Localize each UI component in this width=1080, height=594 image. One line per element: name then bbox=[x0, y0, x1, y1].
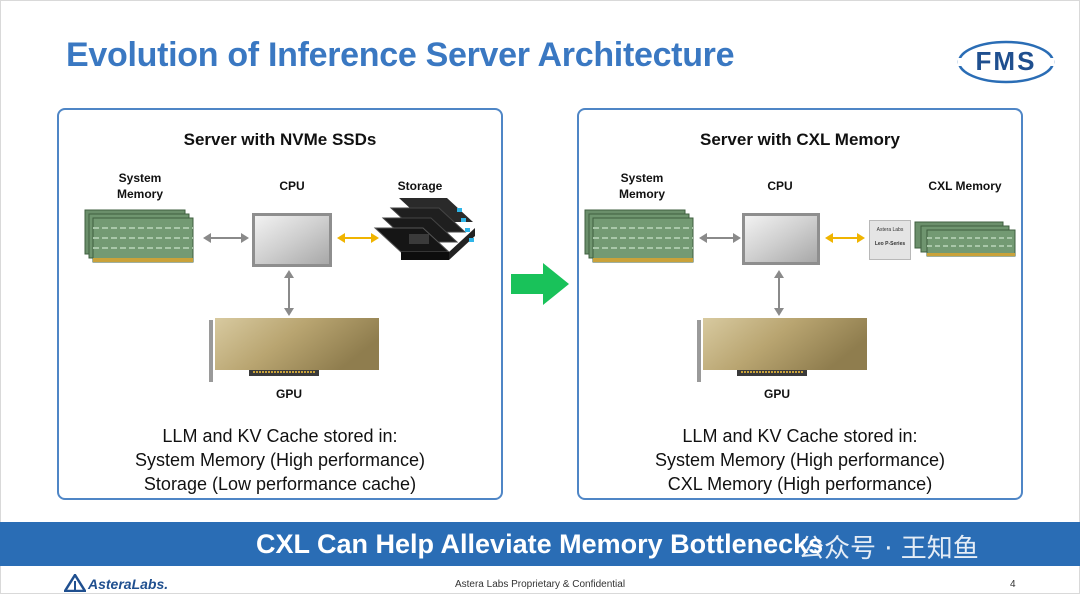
astera-logo-icon bbox=[64, 574, 86, 592]
footer-confidential: Astera Labs Proprietary & Confidential bbox=[454, 579, 626, 590]
system-memory-label: System Memory bbox=[116, 171, 163, 201]
green-arrow-icon bbox=[511, 263, 569, 305]
footer-company: AsteraLabs. bbox=[88, 576, 169, 592]
panel-cxl: Server with CXL Memory System Memory CPU… bbox=[577, 108, 1023, 500]
chip-brand: Astera Labs bbox=[876, 227, 904, 233]
page-title: Evolution of Inference Server Architectu… bbox=[66, 36, 735, 74]
memory-cpu-link bbox=[203, 233, 249, 243]
caption-line: Storage (Low performance cache) bbox=[143, 474, 417, 494]
panel-nvme: Server with NVMe SSDs System Memory CPU … bbox=[57, 108, 503, 500]
gpu-label: GPU bbox=[275, 387, 302, 401]
caption-line: LLM and KV Cache stored in: bbox=[682, 426, 918, 446]
gpu-icon bbox=[209, 318, 379, 382]
fms-logo: FMS bbox=[957, 40, 1055, 84]
caption: LLM and KV Cache stored in: System Memor… bbox=[59, 424, 501, 496]
memory-cpu-link bbox=[699, 233, 741, 243]
nvme-ssd-icon bbox=[373, 198, 475, 260]
cpu-icon bbox=[252, 213, 332, 267]
watermark: 公众号 · 王知鱼 bbox=[798, 528, 979, 565]
cpu-label: CPU bbox=[279, 179, 305, 193]
caption: LLM and KV Cache stored in: System Memor… bbox=[579, 424, 1021, 496]
gpu-label: GPU bbox=[763, 387, 790, 401]
banner-text: CXL Can Help Alleviate Memory Bottleneck… bbox=[256, 529, 824, 559]
panel-title: Server with NVMe SSDs bbox=[183, 130, 377, 149]
gpu-icon bbox=[697, 318, 867, 382]
cpu-icon bbox=[742, 213, 820, 265]
cpu-gpu-link bbox=[284, 270, 294, 316]
logo-text: FMS bbox=[976, 46, 1037, 76]
memory-modules-icon bbox=[84, 209, 194, 263]
chip-name: Leo P-Series bbox=[874, 241, 906, 247]
cpu-label: CPU bbox=[767, 179, 793, 193]
cxl-memory-label: CXL Memory bbox=[928, 179, 1002, 193]
panel-title: Server with CXL Memory bbox=[700, 130, 900, 149]
page-number: 4 bbox=[1010, 579, 1016, 590]
memory-modules-icon bbox=[584, 209, 694, 263]
cpu-gpu-link bbox=[774, 270, 784, 316]
cxl-controller-chip: Astera Labs Leo P-Series bbox=[869, 220, 911, 260]
cpu-storage-link bbox=[337, 233, 379, 243]
conclusion-banner: CXL Can Help Alleviate Memory Bottleneck… bbox=[0, 522, 1080, 566]
cpu-cxl-link bbox=[825, 233, 865, 243]
cxl-memory-modules-icon bbox=[914, 221, 1016, 257]
caption-line: CXL Memory (High performance) bbox=[667, 474, 933, 494]
caption-line: System Memory (High performance) bbox=[134, 450, 426, 470]
storage-label: Storage bbox=[397, 179, 443, 193]
system-memory-label: System Memory bbox=[618, 171, 665, 201]
caption-line: LLM and KV Cache stored in: bbox=[162, 426, 398, 446]
caption-line: System Memory (High performance) bbox=[654, 450, 946, 470]
watermark-text: 公众号 · 王知鱼 bbox=[798, 534, 979, 564]
